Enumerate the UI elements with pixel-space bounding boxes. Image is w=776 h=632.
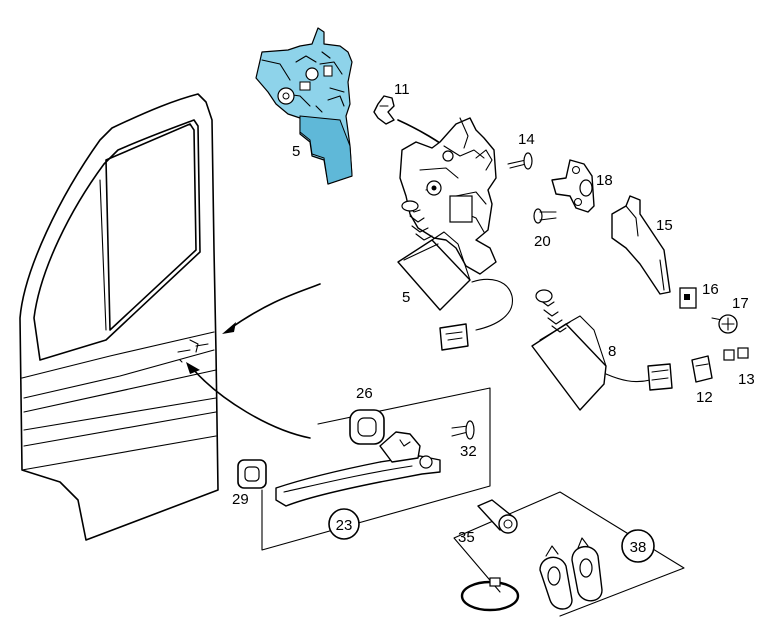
handle-group-frame xyxy=(261,387,491,551)
label-13: 13 xyxy=(738,371,755,388)
part-23-outer-handle[interactable] xyxy=(275,431,441,507)
retaining-ring[interactable] xyxy=(460,577,520,612)
part-29-gasket[interactable] xyxy=(237,459,267,489)
label-16: 16 xyxy=(702,281,719,298)
part-18-striker[interactable] xyxy=(551,159,595,213)
cylinder-group-frame xyxy=(453,491,685,617)
part-13-terminal[interactable] xyxy=(723,347,749,361)
label-23: 23 xyxy=(336,517,353,534)
label-14: 14 xyxy=(518,131,535,148)
label-20: 20 xyxy=(534,233,551,250)
part-26-gasket[interactable] xyxy=(349,409,385,445)
part-11-clip[interactable] xyxy=(373,95,395,125)
label-29: 29 xyxy=(232,491,249,508)
part-16-clip[interactable] xyxy=(679,287,697,309)
part-15-cover[interactable] xyxy=(611,195,671,295)
label-11: 11 xyxy=(394,81,410,98)
label-38: 38 xyxy=(630,539,647,556)
door-lock-assembly[interactable] xyxy=(397,117,513,351)
label-32: 32 xyxy=(460,443,477,460)
callout-23 xyxy=(328,508,360,540)
part-8-actuator[interactable] xyxy=(531,289,673,411)
lock-bracket-highlighted[interactable] xyxy=(255,27,353,185)
part-32-screw[interactable] xyxy=(451,420,475,440)
label-12: 12 xyxy=(696,389,713,406)
label-26: 26 xyxy=(356,385,373,402)
part-20-screw[interactable] xyxy=(533,208,557,224)
label-5-top: 5 xyxy=(292,143,300,160)
part-17-fastener[interactable] xyxy=(711,314,738,334)
label-17: 17 xyxy=(732,295,749,312)
part-14-screw[interactable] xyxy=(507,152,533,170)
callout-38 xyxy=(621,529,655,563)
door-panel[interactable] xyxy=(19,93,219,541)
keys[interactable] xyxy=(539,537,603,610)
part-12-connector[interactable] xyxy=(691,355,713,383)
label-5-lock: 5 xyxy=(402,289,410,306)
label-18: 18 xyxy=(596,172,613,189)
label-35: 35 xyxy=(458,529,475,546)
label-15: 15 xyxy=(656,217,673,234)
label-8: 8 xyxy=(608,343,616,360)
part-35-lock-cylinder[interactable] xyxy=(477,499,518,534)
